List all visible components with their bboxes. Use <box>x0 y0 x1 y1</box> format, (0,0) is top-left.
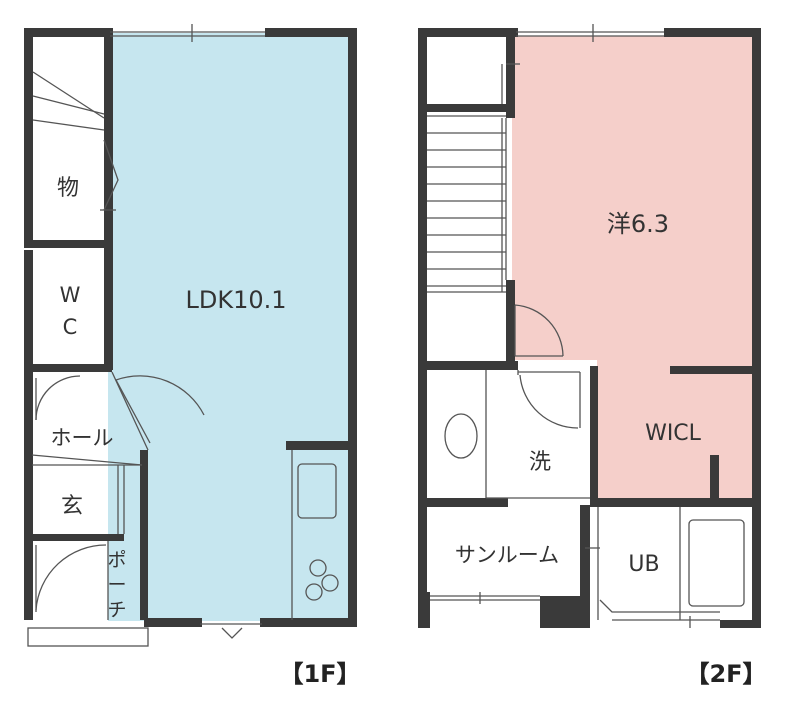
wc-label-line2: C <box>63 315 78 339</box>
ldk-area <box>108 33 351 621</box>
porch-label-1: ポ <box>107 549 126 571</box>
wc-label-line1: W <box>60 283 81 307</box>
floor-1f-plan: 物 W C LDK10.1 ホール 玄 ポ ー チ 【1F】 <box>24 24 361 688</box>
western-room-label: 洋6.3 <box>607 210 669 238</box>
sunroom-label: サンルーム <box>455 543 559 567</box>
unit-bath-label: UB <box>628 552 659 577</box>
floor-1f-label: 【1F】 <box>279 660 360 688</box>
floor-1f-lines <box>27 24 339 647</box>
western-room-area <box>512 36 752 360</box>
porch-label-3: チ <box>107 599 126 621</box>
ldk-label: LDK10.1 <box>185 286 286 314</box>
wicl-area <box>597 360 752 502</box>
hall-label: ホール <box>51 426 114 450</box>
washroom-label: 洗 <box>529 450 551 475</box>
entrance-label: 玄 <box>61 494 83 519</box>
floor-2f-lines <box>427 24 745 628</box>
porch-label-2: ー <box>107 574 126 596</box>
floor-2f-label: 【2F】 <box>685 660 766 688</box>
floor-2f-walls <box>418 28 761 628</box>
floor-2f-plan: 洋6.3 WICL 洗 サンルーム UB 【2F】 <box>418 24 767 688</box>
wicl-label: WICL <box>645 421 702 446</box>
storage-label: 物 <box>57 176 79 201</box>
